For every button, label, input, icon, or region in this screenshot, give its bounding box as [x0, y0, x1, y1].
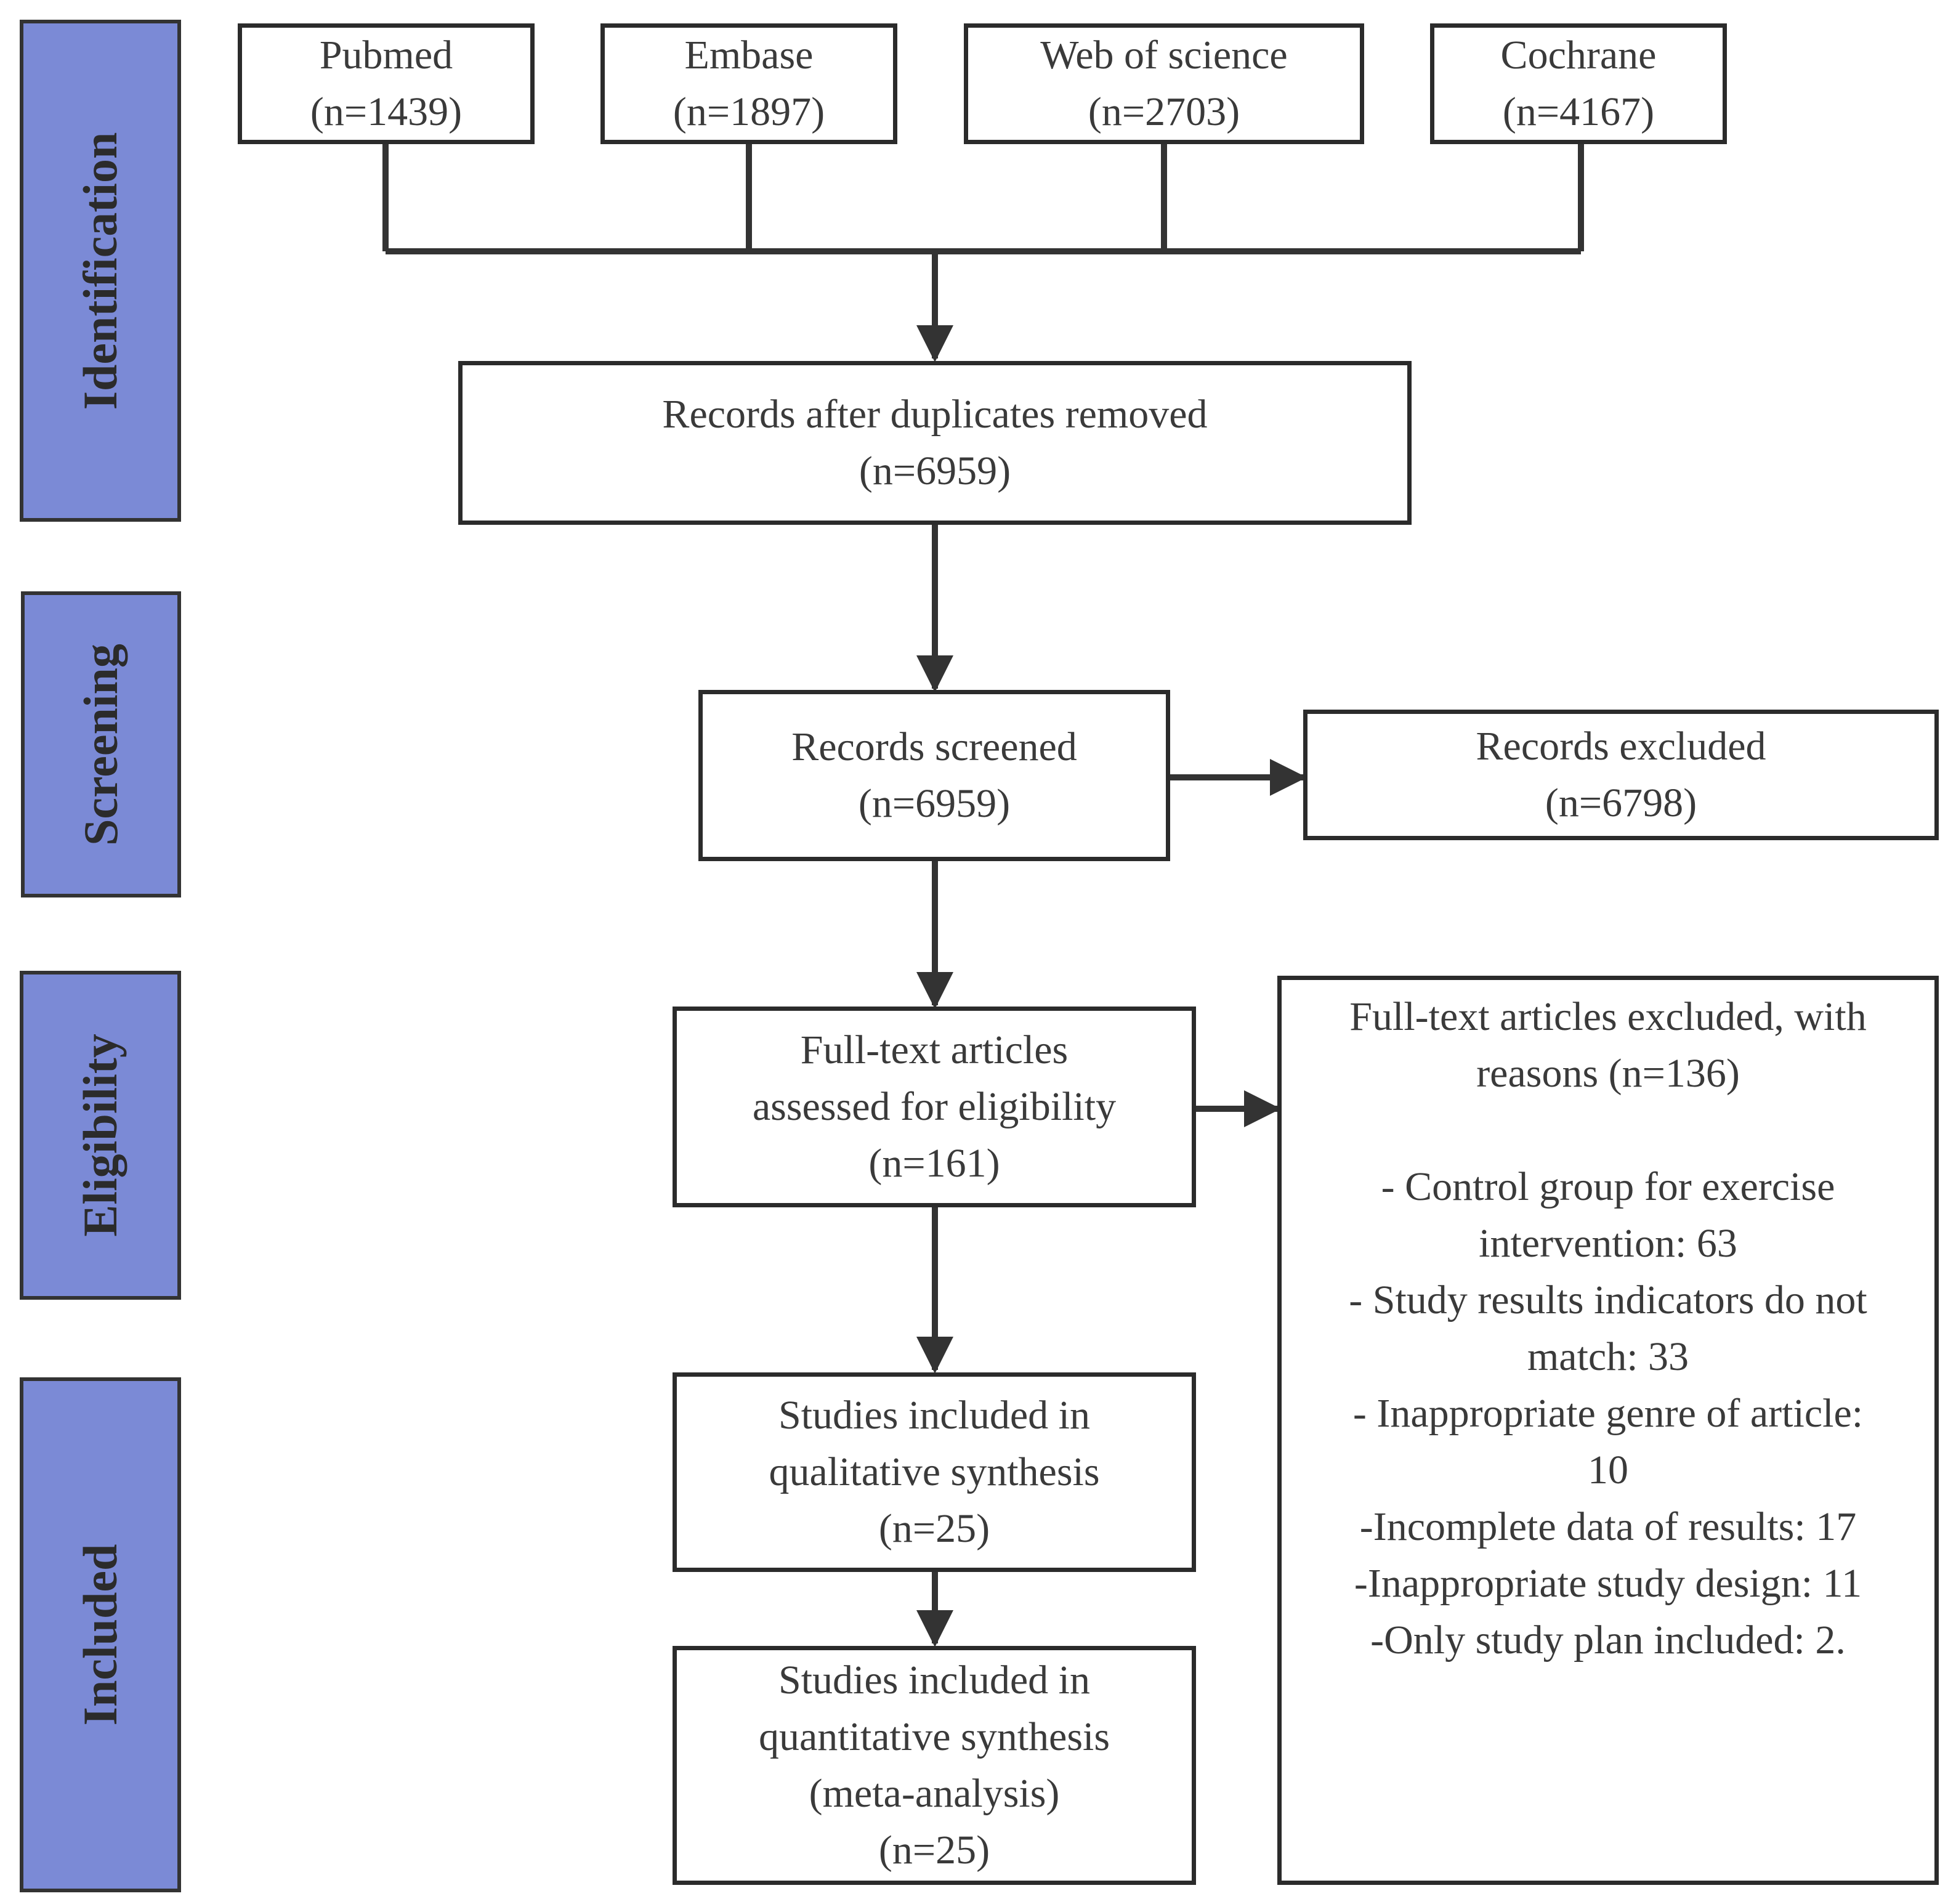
stage-screening-label: Screening	[74, 643, 127, 846]
stage-included-label: Included	[73, 1544, 127, 1726]
quantitative-line3: (meta-analysis)	[809, 1771, 1060, 1816]
quantitative-line2: quantitative synthesis	[758, 1714, 1110, 1759]
source-box-cochrane: Cochrane (n=4167)	[1430, 23, 1727, 144]
fulltext-excluded-box: Full-text articles excluded, with reason…	[1277, 976, 1939, 1885]
records-excluded-box: Records excluded (n=6798)	[1303, 710, 1939, 840]
exclusion-reason-line: -Inappropriate study design: 11	[1354, 1561, 1862, 1606]
records-screened-label: Records screened	[791, 724, 1077, 769]
records-excluded-label: Records excluded	[1476, 724, 1766, 769]
source-count: (n=1439)	[310, 89, 463, 134]
fulltext-assessed-box: Full-text articles assessed for eligibil…	[673, 1007, 1196, 1207]
exclusion-reason-line: - Study results indicators do not	[1349, 1278, 1867, 1323]
exclusion-reason-line: match: 33	[1527, 1334, 1689, 1379]
duplicates-removed-box: Records after duplicates removed (n=6959…	[458, 361, 1412, 525]
exclusion-reason-line: -Incomplete data of results: 17	[1359, 1504, 1857, 1549]
stage-screening: Screening	[21, 591, 181, 897]
source-name: Embase	[684, 33, 814, 78]
exclusion-reason-line: -Only study plan included: 2.	[1370, 1618, 1846, 1663]
qualitative-line2: qualitative synthesis	[769, 1449, 1100, 1494]
source-count: (n=4167)	[1502, 89, 1655, 134]
source-count: (n=1897)	[673, 89, 825, 134]
records-screened-count: (n=6959)	[858, 781, 1011, 826]
records-excluded-count: (n=6798)	[1545, 780, 1697, 825]
quantitative-line1: Studies included in	[778, 1658, 1090, 1703]
stage-eligibility: Eligibility	[20, 971, 181, 1300]
qualitative-count: (n=25)	[878, 1506, 990, 1551]
source-box-embase: Embase (n=1897)	[600, 23, 897, 144]
source-box-pubmed: Pubmed (n=1439)	[238, 23, 535, 144]
stage-eligibility-label: Eligibility	[73, 1034, 127, 1237]
quantitative-count: (n=25)	[878, 1828, 990, 1873]
source-name: Web of science	[1040, 33, 1288, 78]
qualitative-synthesis-box: Studies included in qualitative synthesi…	[673, 1372, 1196, 1572]
source-count: (n=2703)	[1088, 89, 1240, 134]
stage-identification-label: Identification	[73, 132, 127, 410]
fulltext-line2: assessed for eligibility	[752, 1084, 1117, 1129]
fulltext-excluded-line2: reasons (n=136)	[1476, 1051, 1740, 1096]
stage-included: Included	[20, 1377, 181, 1892]
exclusion-reason-line: intervention: 63	[1479, 1221, 1737, 1266]
stage-identification: Identification	[20, 20, 181, 522]
fulltext-excluded-line1: Full-text articles excluded, with	[1349, 994, 1867, 1039]
source-box-web-of-science: Web of science (n=2703)	[964, 23, 1364, 144]
source-name: Cochrane	[1500, 33, 1657, 78]
quantitative-synthesis-box: Studies included in quantitative synthes…	[673, 1646, 1196, 1885]
exclusion-reason-line: - Control group for exercise	[1381, 1164, 1835, 1209]
duplicates-removed-label: Records after duplicates removed	[662, 392, 1208, 437]
fulltext-count: (n=161)	[868, 1141, 1000, 1186]
fulltext-line1: Full-text articles	[800, 1027, 1069, 1072]
records-screened-box: Records screened (n=6959)	[698, 690, 1170, 861]
duplicates-removed-count: (n=6959)	[859, 448, 1011, 493]
qualitative-line1: Studies included in	[778, 1393, 1090, 1438]
exclusion-reason-line: - Inappropriate genre of article:	[1352, 1391, 1864, 1436]
exclusion-reason-line: 10	[1588, 1448, 1628, 1493]
source-name: Pubmed	[319, 33, 453, 78]
